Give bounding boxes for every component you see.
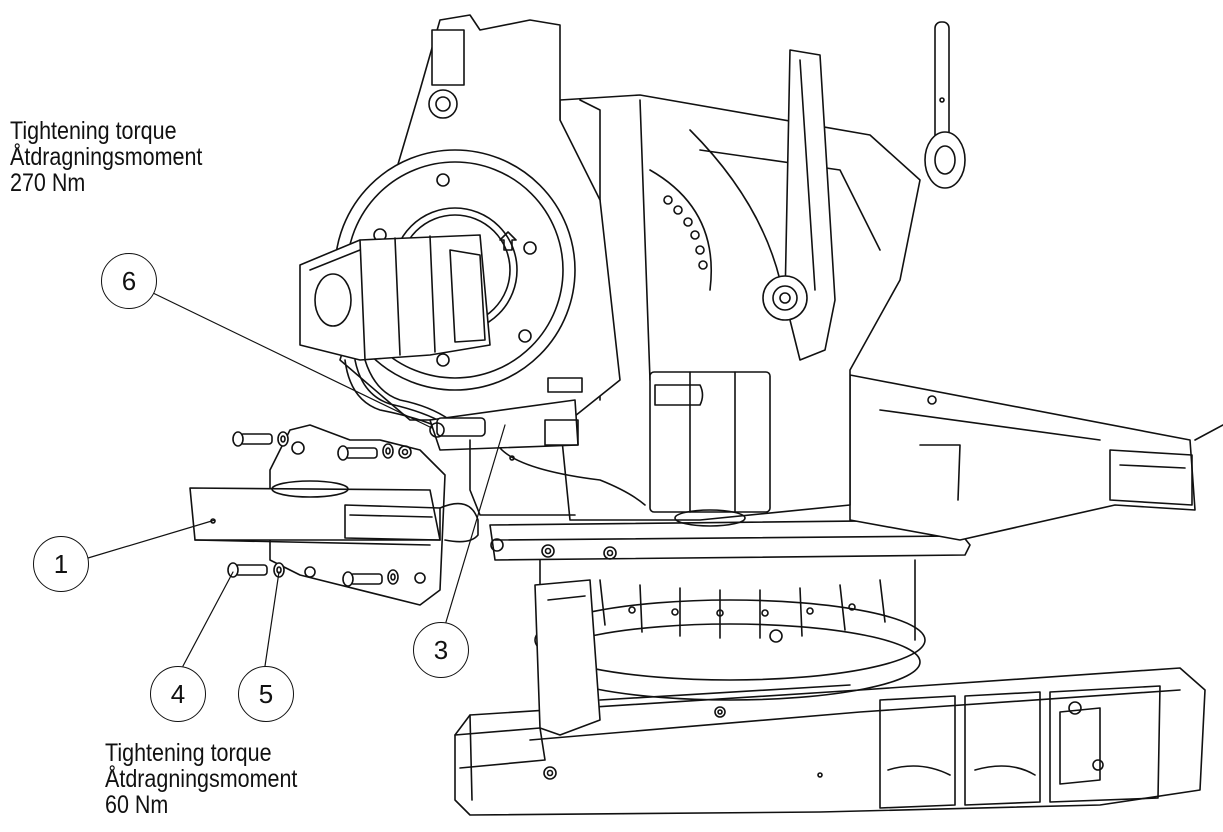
callout-4: 4 (150, 666, 206, 722)
leader-lines (87, 292, 506, 667)
main-column (559, 21, 966, 527)
bracket (429, 399, 646, 516)
callout-1: 1 (33, 536, 89, 592)
leader-3 (445, 424, 506, 623)
torque-note-top-line1: Tightening torque (10, 117, 177, 145)
turntable-ring (534, 559, 926, 736)
leader-5 (264, 571, 280, 667)
callout-6: 6 (101, 253, 157, 309)
arm-part-1 (189, 424, 479, 606)
torque-note-top-line2: Åtdragningsmoment (10, 143, 203, 171)
motor (299, 234, 491, 429)
callout-5: 5 (238, 666, 294, 722)
torque-note-top-line3: 270 Nm (10, 169, 86, 197)
leader-1 (87, 519, 216, 559)
torque-note-bottom-line2: Åtdragningsmoment (105, 765, 298, 793)
bolts-and-washers (227, 431, 399, 587)
callout-3: 3 (413, 622, 469, 678)
leader-4 (182, 571, 234, 667)
torque-note-bottom-line3: 60 Nm (105, 791, 169, 819)
base-frame (454, 667, 1206, 816)
torque-note-bottom: Tightening torque Åtdragningsmoment 60 N… (105, 740, 297, 818)
base-plate (489, 374, 1223, 561)
leader-6 (152, 292, 433, 429)
torque-note-bottom-line1: Tightening torque (105, 739, 272, 767)
torque-note-top: Tightening torque Åtdragningsmoment 270 … (10, 118, 202, 196)
